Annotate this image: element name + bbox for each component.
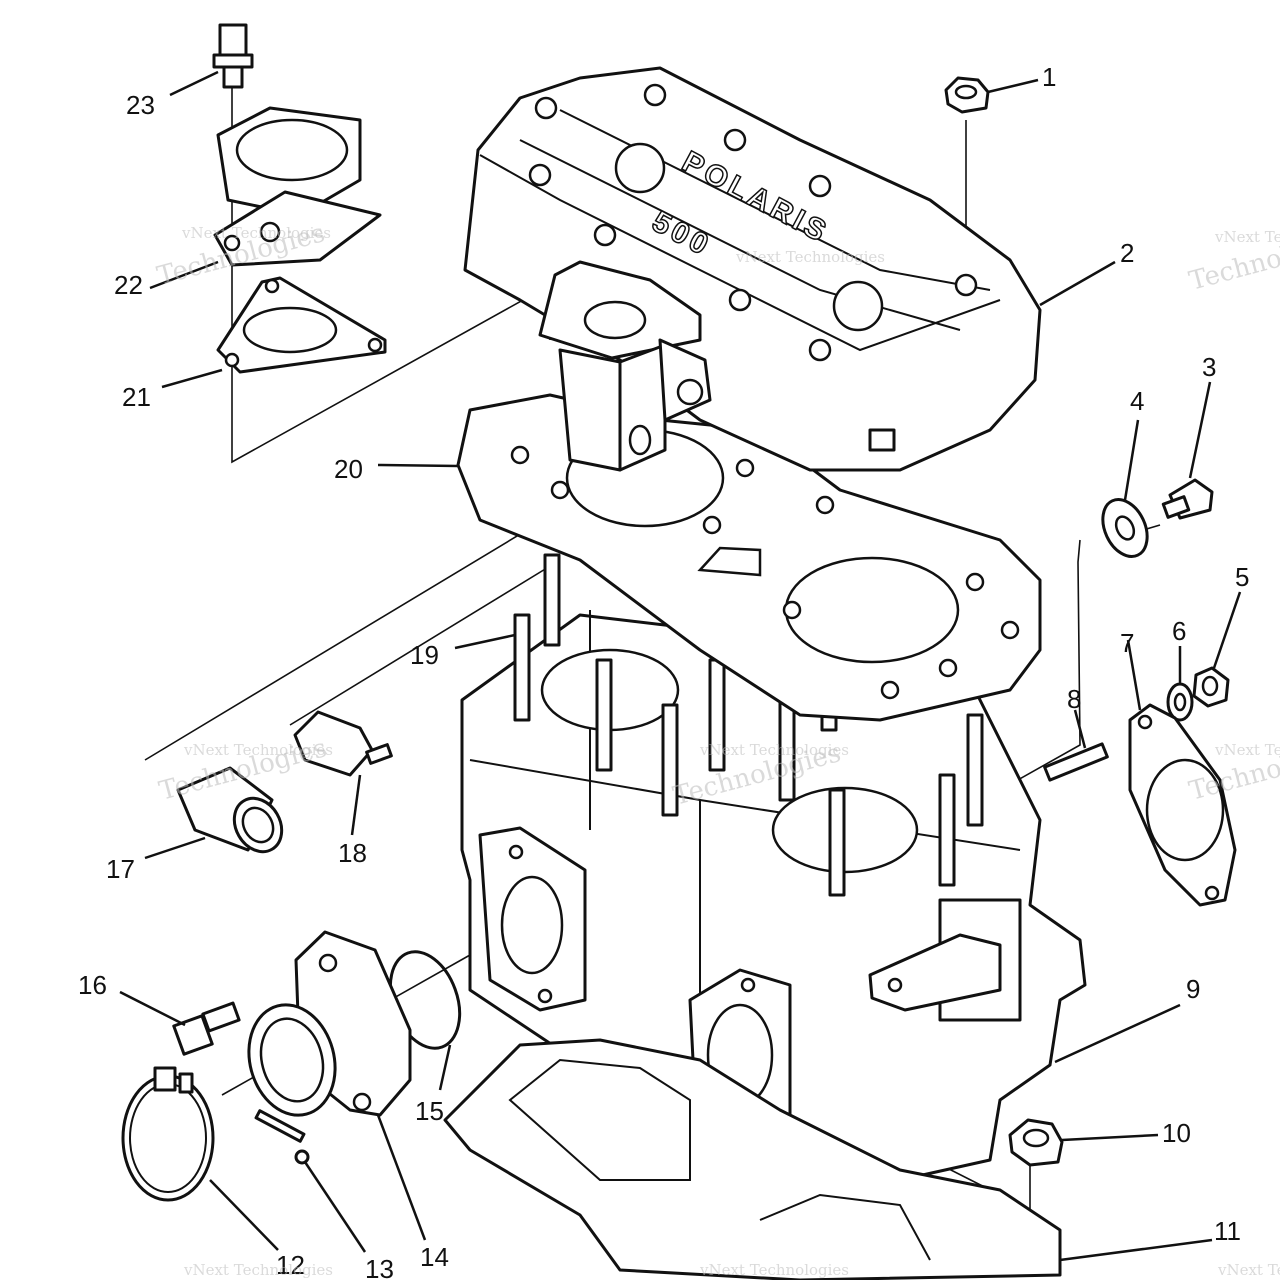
intake-adaptor-14 [247,930,412,1117]
head-gasket [456,393,1042,722]
callout-20: 20 [334,454,363,484]
callout-8: 8 [1067,684,1081,714]
callout-labels: 1 2 3 4 5 6 7 8 9 10 11 12 13 14 15 16 1… [78,62,1249,1280]
callout-22: 22 [114,270,143,300]
watermark-text: vNext Technologies [699,1261,849,1279]
exhaust-gasket [1128,703,1237,907]
callout-9: 9 [1186,974,1200,1004]
screw-13 [254,1109,310,1165]
callout-14: 14 [420,1242,449,1272]
base-gasket [443,1038,1062,1280]
callout-7: 7 [1120,628,1134,658]
callout-17: 17 [106,854,135,884]
nut-10 [1008,1118,1064,1167]
hose-fitting-17 [176,766,284,854]
watermark-text: vNext Technologies [1214,228,1280,246]
callout-5: 5 [1235,562,1249,592]
stud-8 [1043,742,1109,782]
callout-18: 18 [338,838,367,868]
callout-6: 6 [1172,616,1186,646]
bolt-23 [212,23,254,89]
watermark-text: vNext Technologies [735,248,885,266]
callout-2: 2 [1120,238,1134,268]
callout-3: 3 [1202,352,1216,382]
callout-1: 1 [1042,62,1056,92]
callout-12: 12 [276,1250,305,1280]
watermark-text: vNext Technologies [1217,1261,1280,1279]
nut-5 [1192,666,1230,708]
washer-4 [1101,498,1149,558]
hose-clamp-12 [121,1066,215,1202]
thermostat-gasket [216,276,387,374]
watermark-text: vNext Technologies [183,741,333,759]
callout-21: 21 [122,382,151,412]
leader-lines [119,70,1242,1262]
cylinder-head: POLARIS 500 [463,66,1042,472]
callout-16: 16 [78,970,107,1000]
watermark-text: vNext Technologies [1214,741,1280,759]
watermark-text: vNext Technologies [181,224,331,242]
callout-15: 15 [415,1096,444,1126]
temp-sensor-18 [293,710,393,777]
thermostat-housing [538,260,712,472]
callout-11: 11 [1214,1216,1241,1246]
callout-19: 19 [410,640,439,670]
thermostat-cover [213,106,382,267]
bolt-16 [172,1001,241,1056]
bolt-3 [1161,478,1214,520]
nut-1 [944,76,990,114]
callout-4: 4 [1130,386,1144,416]
watermark-text: vNext Technologies [183,1261,333,1279]
callout-23: 23 [126,90,155,120]
callout-10: 10 [1162,1118,1191,1148]
callout-13: 13 [365,1254,394,1280]
cylinder-block [460,553,1087,1182]
watermark-text: vNext Technologies [699,741,849,759]
